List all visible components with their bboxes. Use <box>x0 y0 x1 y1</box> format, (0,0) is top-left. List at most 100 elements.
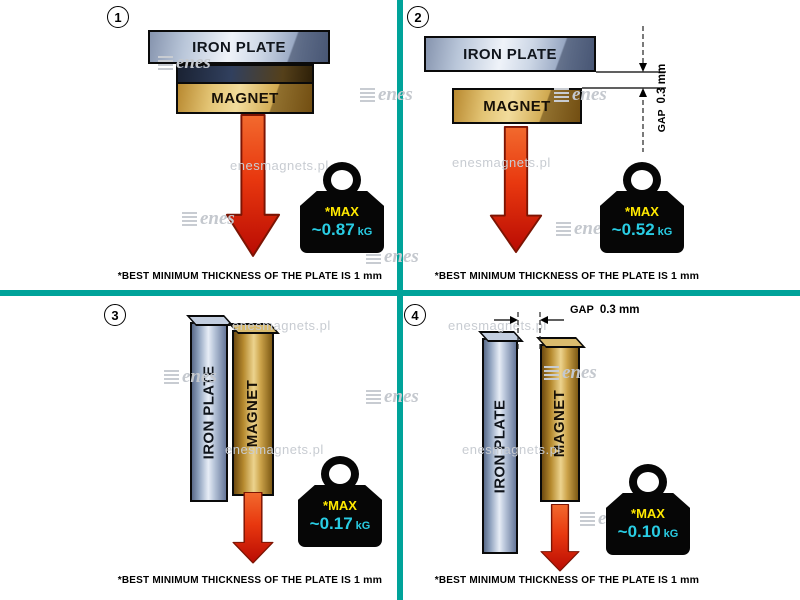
enes-logo-text: enes <box>182 366 217 387</box>
panel-caption: *BEST MINIMUM THICKNESS OF THE PLATE IS … <box>412 574 722 586</box>
gap-value: 0.3 mm <box>656 63 668 104</box>
site-watermark: enesmagnets.pl <box>448 318 547 333</box>
site-watermark: enesmagnets.pl <box>230 158 329 173</box>
weight-unit: kG <box>355 519 371 532</box>
weight-icon: *MAX ~0.87 kG <box>300 162 384 253</box>
caption-text: *BEST MINIMUM THICKNESS OF THE PLATE IS <box>434 271 668 282</box>
weight-max-label: *MAX <box>625 203 659 219</box>
magnet-label: MAGNET <box>483 97 551 115</box>
site-watermark: enesmagnets.pl <box>225 442 324 457</box>
enes-logo-text: enes <box>384 386 419 407</box>
site-watermark: enesmagnets.pl <box>462 442 561 457</box>
caption-text: *BEST MINIMUM THICKNESS OF THE PLATE IS <box>117 271 351 282</box>
weight-max-label: *MAX <box>325 203 359 219</box>
caption-text: *BEST MINIMUM THICKNESS OF THE PLATE IS <box>117 575 351 586</box>
magnet-label: MAGNET <box>244 379 262 447</box>
gap-value: 0.3 mm <box>599 304 640 316</box>
caption-bold: 1 mm <box>670 270 700 282</box>
enes-logo-watermark: enes <box>158 52 211 74</box>
gap-dimension-lines <box>582 26 666 152</box>
panel-4-number: 4 <box>404 304 426 326</box>
enes-logo-lines-icon <box>158 56 173 70</box>
enes-logo-lines-icon <box>544 366 559 380</box>
gap-label-vertical: GAP 0.3 mm <box>652 46 672 150</box>
enes-logo-watermark: enes <box>164 366 217 388</box>
magnet: MAGNET <box>176 82 314 114</box>
enes-logo-lines-icon <box>164 370 179 384</box>
panel-3-number: 3 <box>104 304 126 326</box>
weight-body: *MAX ~0.17 kG <box>298 485 382 547</box>
weight-value-row: ~0.17 kG <box>310 514 371 534</box>
weight-max-label: *MAX <box>631 505 665 521</box>
panel-2-number: 2 <box>407 6 429 28</box>
weight-unit: kG <box>657 225 673 238</box>
gap-label: GAP <box>570 304 594 316</box>
weight-body: *MAX ~0.52 kG <box>600 191 684 253</box>
vertical-divider <box>397 0 403 600</box>
pull-force-arrow <box>540 504 580 572</box>
enes-logo-lines-icon <box>554 88 569 102</box>
enes-logo-lines-icon <box>556 222 571 236</box>
weight-value: ~0.10 <box>617 521 661 541</box>
weight-icon: *MAX ~0.17 kG <box>298 456 382 547</box>
weight-max-label: *MAX <box>323 497 357 513</box>
weight-value-row: ~0.10 kG <box>618 522 679 542</box>
enes-logo-text: enes <box>378 84 413 105</box>
enes-logo-lines-icon <box>366 390 381 404</box>
horizontal-divider <box>0 290 800 296</box>
weight-body: *MAX ~0.87 kG <box>300 191 384 253</box>
weight-unit: kG <box>357 225 373 238</box>
enes-logo-lines-icon <box>182 212 197 226</box>
magnet-label: MAGNET <box>211 89 279 107</box>
enes-logo-text: enes <box>200 208 235 229</box>
caption-bold: 1 mm <box>353 574 383 586</box>
enes-logo-watermark: enes <box>544 362 597 384</box>
caption-text: *BEST MINIMUM THICKNESS OF THE PLATE IS <box>434 575 668 586</box>
enes-logo-watermark: enes <box>554 84 607 106</box>
iron-plate-label: IRON PLATE <box>463 45 557 63</box>
caption-bold: 1 mm <box>353 270 383 282</box>
enes-logo-lines-icon <box>580 512 595 526</box>
gap-label: GAP <box>656 109 668 133</box>
weight-value-row: ~0.87 kG <box>312 220 373 240</box>
iron-plate: IRON PLATE <box>190 322 228 502</box>
weight-unit: kG <box>663 527 679 540</box>
weight-value: ~0.52 <box>611 219 655 239</box>
iron-plate: IRON PLATE <box>424 36 596 72</box>
site-watermark: enesmagnets.pl <box>452 155 551 170</box>
panel-caption: *BEST MINIMUM THICKNESS OF THE PLATE IS … <box>95 574 405 586</box>
enes-logo-text: enes <box>562 362 597 383</box>
enes-logo-watermark: enes <box>182 208 235 230</box>
enes-logo-text: enes <box>176 52 211 73</box>
enes-logo-text: enes <box>384 246 419 267</box>
weight-value: ~0.17 <box>309 513 353 533</box>
weight-value: ~0.87 <box>311 219 355 239</box>
pull-force-arrow <box>489 126 543 254</box>
enes-logo-watermark: enes <box>360 84 413 106</box>
enes-logo-lines-icon <box>360 88 375 102</box>
iron-plate: IRON PLATE <box>482 338 518 554</box>
panel-caption: *BEST MINIMUM THICKNESS OF THE PLATE IS … <box>412 270 722 282</box>
panel-1-number: 1 <box>107 6 129 28</box>
gap-dimension-lines <box>494 312 564 350</box>
magnet: MAGNET <box>232 330 274 496</box>
enes-logo-text: enes <box>572 84 607 105</box>
panel-caption: *BEST MINIMUM THICKNESS OF THE PLATE IS … <box>95 270 405 282</box>
weight-value-row: ~0.52 kG <box>612 220 673 240</box>
weight-icon: *MAX ~0.52 kG <box>600 162 684 253</box>
magnet: MAGNET <box>452 88 582 124</box>
gap-label-horizontal: GAP 0.3 mm <box>570 304 639 316</box>
caption-bold: 1 mm <box>670 574 700 586</box>
site-watermark: enesmagnets.pl <box>232 318 331 333</box>
iron-plate: IRON PLATE <box>148 30 330 64</box>
weight-body: *MAX ~0.10 kG <box>606 493 690 555</box>
weight-icon: *MAX ~0.10 kG <box>606 464 690 555</box>
pull-force-arrow <box>225 114 281 257</box>
enes-logo-watermark: enes <box>366 386 419 408</box>
iron-plate-label: IRON PLATE <box>192 38 286 56</box>
